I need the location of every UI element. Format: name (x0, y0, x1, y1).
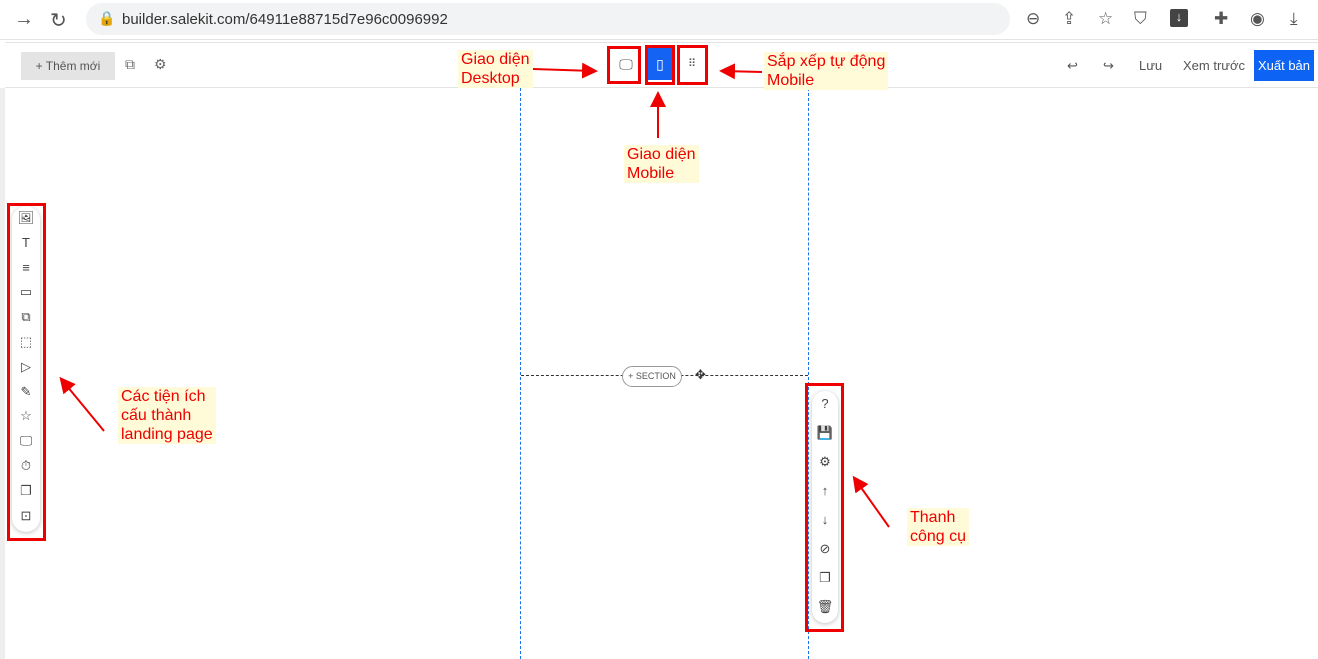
zoom-out-icon[interactable]: ⊖ (1026, 9, 1041, 28)
move-handle-icon[interactable]: ✥ (695, 367, 706, 382)
editor-toolbar: + Thêm mới ⧉ ⚙ 🖵 ▯ ⠿ ↩ ↪ Lưu Xem trước X… (5, 42, 1318, 88)
mobile-guide-right (808, 88, 809, 659)
gallery-icon[interactable]: ❐ (20, 482, 32, 498)
grid-icon: ⠿ (687, 58, 697, 70)
save-button[interactable]: Lưu (1139, 58, 1163, 73)
highlight-widgets (7, 203, 46, 541)
slideshow-icon[interactable]: 🖵 (19, 433, 33, 449)
video-icon[interactable]: ▷ (21, 358, 31, 374)
url-text: builder.salekit.com/64911e88715d7e96c009… (122, 11, 448, 28)
shapes-icon[interactable]: ⧉ (21, 309, 31, 325)
arrow-toolbar (852, 475, 890, 528)
mobile-icon: ▯ (656, 56, 664, 72)
desktop-icon: 🖵 (619, 56, 633, 72)
reload-icon[interactable]: ↻ (50, 10, 67, 32)
shield-icon[interactable]: ⛉ (1134, 9, 1147, 28)
settings-icon[interactable]: ⚙ (819, 454, 831, 469)
address-bar[interactable]: 🔒 builder.salekit.com/64911e88715d7e96c00… (86, 3, 1010, 35)
frame-icon[interactable]: ⊡ (20, 507, 32, 523)
highlight-mobile (645, 45, 675, 85)
mobile-guide-left (520, 88, 521, 659)
duplicate-icon[interactable]: ❐ (819, 570, 831, 585)
hide-icon[interactable]: ⊘ (819, 541, 831, 556)
annotation-mobile: Giao diện Mobile (624, 145, 699, 183)
forward-icon[interactable]: → (14, 8, 34, 30)
highlight-auto-arrange (677, 45, 708, 85)
box-icon[interactable]: ▭ (19, 284, 33, 300)
arrow-desktop (532, 62, 598, 79)
downloads-icon[interactable]: ⤓ (1290, 9, 1298, 28)
desktop-view-button[interactable]: 🖵 (612, 48, 640, 80)
redo-icon[interactable]: ↪ (1103, 58, 1114, 73)
bookmark-star-icon[interactable]: ☆ (1098, 9, 1114, 28)
timer-icon[interactable]: ⏱ (20, 457, 32, 473)
highlight-desktop (607, 46, 641, 84)
widget-sidebar: 🖼 T ≡ ▭ ⧉ ⬚ ▷ ✎ ☆ 🖵 ⏱ ❐ ⊡ (12, 206, 40, 532)
lock-icon: 🔒 (98, 10, 116, 26)
section-toolbar: ? 💾 ⚙ ↑ ↓ ⊘ ❐ 🗑 (812, 391, 838, 623)
move-down-icon[interactable]: ↓ (821, 512, 829, 527)
left-edge (0, 88, 5, 659)
delete-icon[interactable]: 🗑 (816, 599, 834, 614)
move-up-icon[interactable]: ↑ (821, 483, 829, 498)
download-ext-icon[interactable]: ↓ (1170, 9, 1188, 27)
help-icon[interactable]: ? (821, 396, 829, 411)
annotation-auto-arrange: Sắp xếp tự động Mobile (764, 52, 889, 90)
text-icon[interactable]: T (22, 234, 30, 250)
save-icon[interactable]: 💾 (816, 425, 834, 440)
image-icon[interactable]: 🖼 (17, 210, 35, 225)
add-new-button[interactable]: + Thêm mới (21, 52, 115, 80)
layers-icon[interactable]: ⧉ (125, 56, 135, 72)
pen-icon[interactable]: ✎ (20, 383, 32, 399)
profile-icon[interactable]: ◉ (1250, 9, 1265, 28)
star-icon[interactable]: ☆ (20, 408, 32, 424)
annotation-widgets: Các tiện ích cấu thành landing page (118, 387, 216, 444)
paragraph-icon[interactable]: ≡ (22, 259, 30, 275)
extensions-icon[interactable]: ✚ (1214, 9, 1229, 28)
arrow-widgets (59, 376, 105, 432)
share-icon[interactable]: ⇪ (1062, 9, 1077, 28)
undo-icon[interactable]: ↩ (1067, 58, 1078, 73)
button-icon[interactable]: ⬚ (19, 333, 33, 349)
settings-icon[interactable]: ⚙ (154, 56, 167, 72)
arrow-auto-arrange (719, 63, 763, 80)
highlight-toolbar (805, 383, 844, 632)
browser-bar: → ↻ 🔒 builder.salekit.com/64911e88715d7e9… (0, 0, 1318, 40)
auto-arrange-mobile-button[interactable]: ⠿ (678, 48, 706, 80)
annotation-desktop: Giao diện Desktop (458, 50, 533, 88)
mobile-view-button[interactable]: ▯ (646, 48, 674, 80)
preview-button[interactable]: Xem trước (1183, 58, 1246, 73)
add-section-button[interactable]: + SECTION (622, 366, 682, 387)
publish-button[interactable]: Xuất bản (1254, 50, 1314, 81)
annotation-toolbar: Thanh công cụ (907, 508, 970, 546)
